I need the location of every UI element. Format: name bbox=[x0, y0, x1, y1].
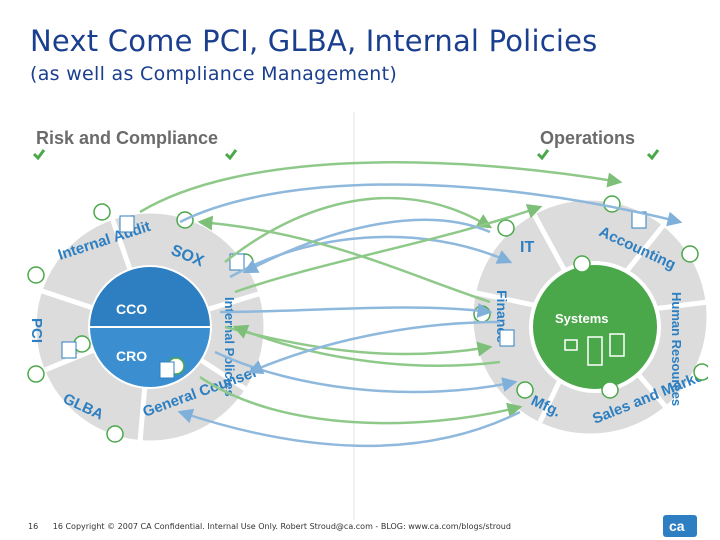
right-header: Operations bbox=[540, 128, 635, 148]
core-label-cro: CRO bbox=[116, 348, 147, 364]
diagram-panel: Risk and Compliance Operations CCO CRO I… bbox=[20, 112, 720, 520]
check-icon bbox=[32, 149, 46, 161]
footer: 16 16 Copyright © 2007 CA Confidential. … bbox=[28, 522, 511, 531]
left-header: Risk and Compliance bbox=[36, 128, 218, 148]
check-icon bbox=[536, 149, 550, 161]
document-icon bbox=[61, 211, 647, 379]
flow-lines bbox=[139, 161, 683, 448]
check-icon bbox=[646, 149, 660, 161]
segment-label-human-resources: Human Resources bbox=[669, 292, 684, 406]
server-icon bbox=[564, 333, 625, 366]
logo-text: ca bbox=[669, 518, 685, 534]
left-ring bbox=[29, 210, 267, 444]
page-number: 16 bbox=[28, 522, 39, 531]
compliance-diagram: Risk and Compliance Operations CCO CRO I… bbox=[27, 112, 720, 520]
right-ring bbox=[470, 197, 710, 437]
segment-label-internal-policies: Internal Policies bbox=[222, 297, 237, 397]
segment-label-pci: PCI bbox=[28, 318, 45, 343]
core-label-cco: CCO bbox=[116, 301, 147, 317]
check-icon bbox=[224, 149, 238, 161]
ca-logo: ca bbox=[663, 515, 697, 537]
slide-subtitle: (as well as Compliance Management) bbox=[30, 63, 398, 85]
core-label-systems: Systems bbox=[555, 311, 608, 326]
footer-text: 16 Copyright © 2007 CA Confidential. Int… bbox=[52, 522, 511, 531]
segment-label-it: IT bbox=[520, 239, 534, 256]
slide-title: Next Come PCI, GLBA, Internal Policies bbox=[30, 24, 598, 58]
